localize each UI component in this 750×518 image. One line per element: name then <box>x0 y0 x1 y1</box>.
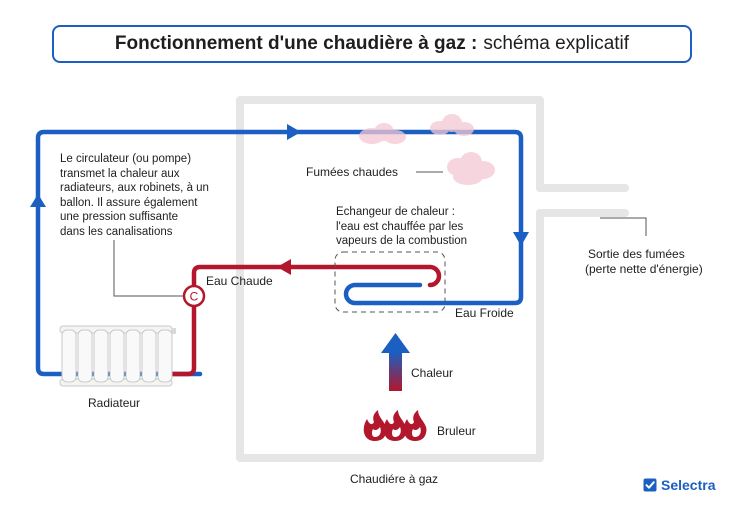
title-regular: schéma explicatif <box>483 33 630 54</box>
cloud-icon <box>359 114 495 185</box>
cold-water-label: Eau Froide <box>455 306 514 320</box>
hot-fumes-label: Fumées chaudes <box>306 165 399 179</box>
heat-label: Chaleur <box>411 366 454 380</box>
check-icon <box>643 478 657 492</box>
exchanger-description: Echangeur de chaleur : l'eau est chauffé… <box>336 206 468 247</box>
brand-logo: Selectra <box>643 477 715 493</box>
fumes-exit-label-2: (perte nette d'énergie) <box>585 262 703 276</box>
radiator-label: Radiateur <box>88 396 141 410</box>
circulator-icon <box>182 284 206 308</box>
brand-name: Selectra <box>661 477 716 493</box>
burner-label: Bruleur <box>437 424 476 438</box>
heat-arrow-icon <box>381 333 410 391</box>
arrow-right-top-icon <box>287 124 301 140</box>
cold-water-loop <box>30 124 529 377</box>
exchanger-box <box>334 251 446 313</box>
fumes-exit-label-1: Sortie des fumées <box>588 247 685 261</box>
arrow-left-hot-icon <box>277 259 291 275</box>
arrow-up-left-icon <box>30 194 46 207</box>
circulator-description: Le circulateur (ou pompe) transmet la ch… <box>60 153 209 238</box>
hot-water-loop <box>165 259 442 377</box>
arrow-down-right-icon <box>513 232 529 246</box>
boiler-casing <box>236 96 629 462</box>
title-bold: Fonctionnement d'une chaudière à gaz : <box>114 33 478 54</box>
circulator-symbol: C <box>190 290 199 304</box>
radiator-icon <box>59 325 176 387</box>
flame-icon <box>363 410 427 441</box>
leader-lines <box>113 171 647 297</box>
boiler-label: Chaudiére à gaz <box>350 472 439 486</box>
hot-water-label: Eau Chaude <box>206 274 273 288</box>
title-box: Fonctionnement d'une chaudière à gaz : s… <box>52 25 692 63</box>
